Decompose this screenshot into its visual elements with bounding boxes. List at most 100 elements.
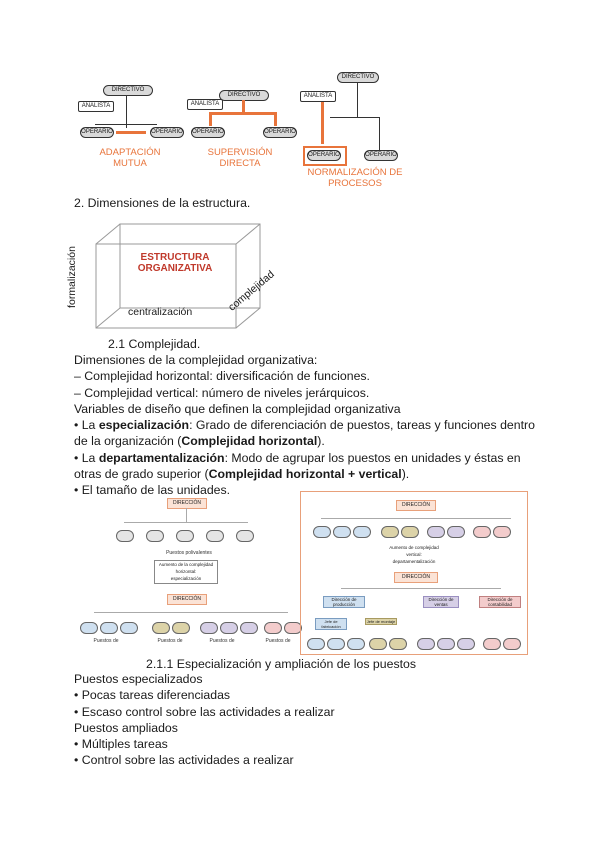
job-oval xyxy=(417,638,435,650)
text-line: • Control sobre las actividades a realiz… xyxy=(74,753,294,768)
text-line: Puestos ampliados xyxy=(74,720,178,735)
text-line: Puestos especializados xyxy=(74,672,203,686)
job-oval xyxy=(473,526,491,538)
job-oval xyxy=(116,530,134,542)
connector xyxy=(357,82,358,118)
job-oval xyxy=(401,526,419,538)
job-oval xyxy=(437,638,455,650)
job-oval xyxy=(503,638,521,650)
job-oval xyxy=(389,638,407,650)
departmentalization-arrow-box: Aumento de complejidad vertical: departa… xyxy=(389,545,439,564)
analista-box-2: ANALISTA xyxy=(187,99,223,110)
job-oval xyxy=(307,638,325,650)
mid-label: Puestos polivalentes xyxy=(166,550,212,556)
figure-credit xyxy=(215,186,285,192)
job-oval xyxy=(200,622,218,634)
job-oval xyxy=(369,638,387,650)
connector xyxy=(94,612,288,613)
direccion-top: DIRECCIÓN xyxy=(167,498,207,509)
group-label: Puestos de xyxy=(93,638,119,644)
connector xyxy=(321,518,511,519)
job-oval xyxy=(220,622,238,634)
section-2-1-1-title: 2.1.1 Especialización y ampliación de lo… xyxy=(146,657,417,671)
bullet-departamentalizacion: • La departamentalización: Modo de agrup… xyxy=(74,450,521,465)
connector xyxy=(124,522,248,523)
directivo-box-1: DIRECTIVO xyxy=(103,85,153,96)
connector xyxy=(379,117,380,151)
section-2-1-body: Dimensiones de la complejidad organizati… xyxy=(74,352,535,499)
job-oval xyxy=(333,526,351,538)
job-oval xyxy=(327,638,345,650)
group-label: Puestos de xyxy=(265,638,291,644)
directivo-box-3: DIRECTIVO xyxy=(337,72,379,83)
job-oval xyxy=(381,526,399,538)
specialization-figure: DIRECCIÓN Puestos polivalentes Aumento d… xyxy=(74,492,302,652)
group-label: Puestos de xyxy=(209,638,235,644)
bullet-tamano: • El tamaño de las unidades. xyxy=(74,483,231,498)
operario-box-3b: OPERARIO xyxy=(364,150,398,161)
job-oval xyxy=(264,622,282,634)
normalization-label: NORMALIZACIÓN DE PROCESOS xyxy=(307,167,403,189)
connector xyxy=(95,124,157,125)
connector xyxy=(126,96,127,128)
dept-ventas: Dirección de ventas xyxy=(423,596,459,608)
job-oval xyxy=(347,638,365,650)
job-oval xyxy=(152,622,170,634)
job-oval xyxy=(483,638,501,650)
supervision-arrow-up xyxy=(242,100,245,114)
job-oval xyxy=(80,622,98,634)
connector xyxy=(186,508,187,522)
mutual-label: ADAPTACIÓN MUTUA xyxy=(99,147,161,169)
bullet-especializacion-cont: de la organización (Complejidad horizont… xyxy=(74,434,325,449)
connector xyxy=(341,588,501,589)
section-2-1-1-body: Puestos especializados • Pocas tareas di… xyxy=(74,671,335,769)
bullet-especializacion: • La especialización: Grado de diferenci… xyxy=(74,418,535,433)
text-line: • Escaso control sobre las actividades a… xyxy=(74,704,335,719)
direccion-second-right: DIRECCIÓN xyxy=(394,572,438,583)
job-oval xyxy=(353,526,371,538)
supervision-arrow-l xyxy=(209,112,212,126)
supervision-arrow-r xyxy=(274,112,277,126)
cube-title: ESTRUCTURA ORGANIZATIVA xyxy=(137,252,213,274)
dept-produccion: Dirección de producción xyxy=(323,596,365,608)
job-oval xyxy=(206,530,224,542)
text-line: • Múltiples tareas xyxy=(74,737,168,752)
job-oval xyxy=(447,526,465,538)
sub-montaje: Jefe de montaje xyxy=(365,618,397,625)
job-oval xyxy=(176,530,194,542)
job-oval xyxy=(457,638,475,650)
sub-fabricacion: Jefe de fabricación xyxy=(315,618,347,630)
job-oval xyxy=(284,622,302,634)
text-line: – Complejidad vertical: número de nivele… xyxy=(74,385,370,400)
normalization-arrow xyxy=(321,102,324,144)
direccion-top-right: DIRECCIÓN xyxy=(396,500,436,511)
job-oval xyxy=(146,530,164,542)
supervision-label: SUPERVISIÓN DIRECTA xyxy=(207,147,273,169)
text-line: – Complejidad horizontal: diversificació… xyxy=(74,369,370,384)
text-line: Variables de diseño que definen la compl… xyxy=(74,401,401,416)
bullet-departamentalizacion-cont: otras de grado superior (Complejidad hor… xyxy=(74,467,410,482)
operario-box-2a: OPERARIO xyxy=(191,127,225,138)
text-line: Dimensiones de la complejidad organizati… xyxy=(74,353,318,367)
job-oval xyxy=(240,622,258,634)
operario-highlight xyxy=(303,146,347,166)
operario-box-2b: OPERARIO xyxy=(263,127,297,138)
analista-box-3: ANALISTA xyxy=(300,91,336,102)
operario-box-1b: OPERARIO xyxy=(150,127,184,138)
connector xyxy=(330,117,380,118)
job-oval xyxy=(100,622,118,634)
job-oval xyxy=(493,526,511,538)
operario-box-3a: OPERARIO xyxy=(307,150,341,161)
job-oval xyxy=(313,526,331,538)
analista-box-1: ANALISTA xyxy=(78,101,114,112)
job-oval xyxy=(427,526,445,538)
dept-contabilidad: Dirección de contabilidad xyxy=(479,596,521,608)
text-line: • Pocas tareas diferenciadas xyxy=(74,688,231,703)
job-oval xyxy=(120,622,138,634)
job-oval xyxy=(172,622,190,634)
direccion-second: DIRECCIÓN xyxy=(167,594,207,605)
operario-box-1a: OPERARIO xyxy=(80,127,114,138)
mutual-arrow xyxy=(116,131,146,134)
group-label: Puestos de xyxy=(157,638,183,644)
axis-formalizacion: formalización xyxy=(66,246,78,308)
